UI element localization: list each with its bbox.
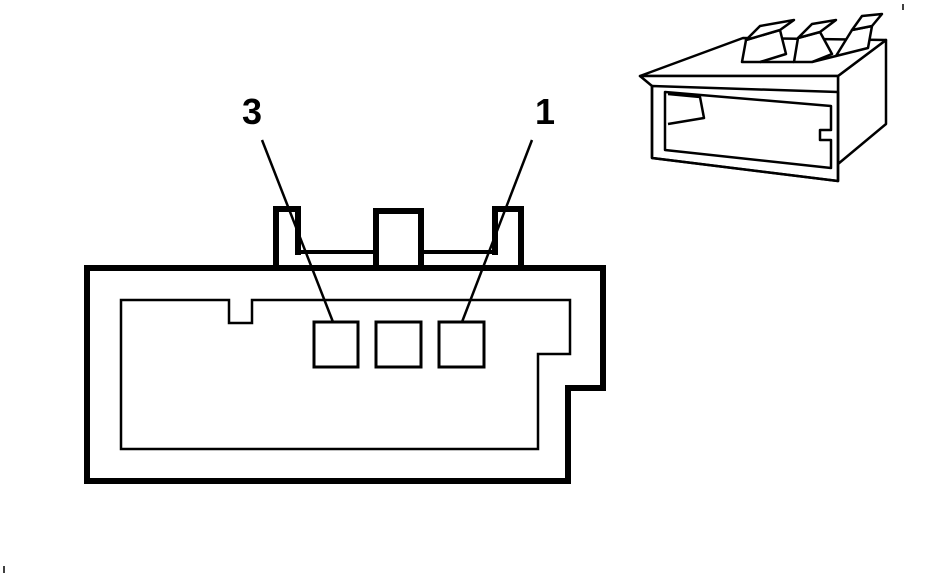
connector-cavity-outline xyxy=(119,298,572,451)
iso-tab-center-top xyxy=(796,18,838,40)
connector-cavity-pin-3 xyxy=(312,320,360,369)
callout-label-pin-1: 1 xyxy=(535,91,555,132)
locking-tab-right xyxy=(492,206,524,271)
connector-face-view xyxy=(84,206,606,484)
connector-housing-outer xyxy=(84,265,606,484)
locking-tab-center xyxy=(373,208,424,271)
connector-cavity-pin-2 xyxy=(374,320,423,369)
iso-front-opening xyxy=(650,84,840,183)
iso-tab-rail xyxy=(760,54,837,64)
iso-tab-center xyxy=(792,30,834,64)
connector-isometric-view xyxy=(638,12,888,183)
leader-line-pin-3 xyxy=(260,139,335,323)
iso-tab-right-top xyxy=(850,12,884,32)
iso-inner-opening xyxy=(663,90,833,170)
callout-label-pin-3: 3 xyxy=(242,91,262,132)
iso-tab-left-top xyxy=(744,18,796,42)
connector-cavity-pin-1 xyxy=(437,320,486,369)
iso-inner-detail xyxy=(667,92,706,126)
leader-line-pin-1 xyxy=(460,139,534,323)
locking-tab-left xyxy=(273,206,301,271)
callout-leaders xyxy=(260,139,534,323)
